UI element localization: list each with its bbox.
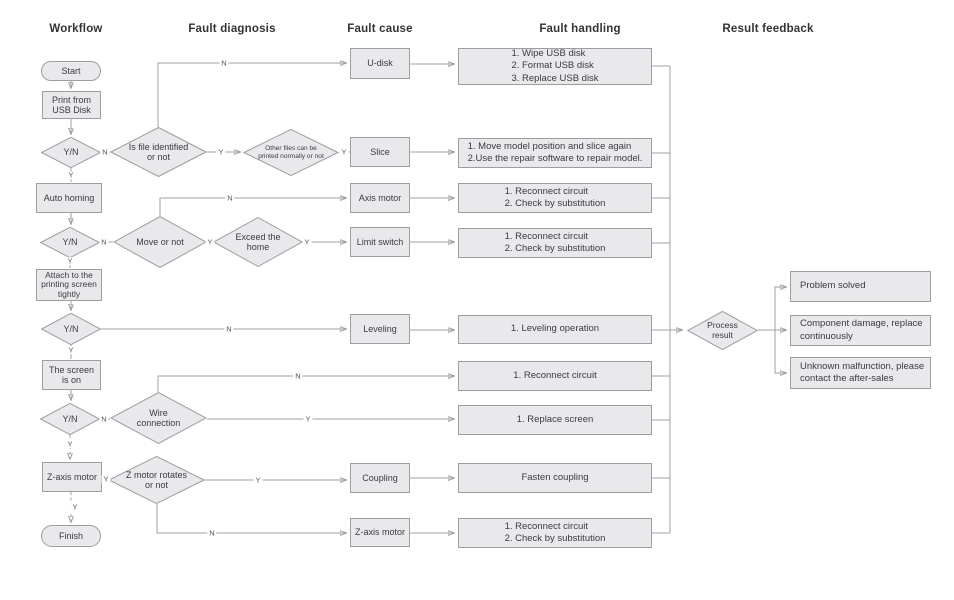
cause-slice: Slice [350,137,410,167]
edge-label: N [99,237,109,247]
handling-limit-switch: 1. Reconnect circuit 2. Check by substit… [458,228,652,258]
column-header-fault-cause: Fault cause [347,23,413,35]
node-start: Start [41,61,101,81]
diamond-shape [110,127,207,177]
edge-label: Y [70,502,80,512]
handling-slice: 1. Move model position and slice again 2… [458,138,652,168]
diamond-shape [40,403,100,435]
handling-leveling: 1. Leveling operation [458,315,652,344]
cause-axis-motor: Axis motor [350,183,410,213]
edge-label: N [100,147,110,157]
edge-label: Y [66,170,76,180]
edge-label: Y [101,474,111,484]
edge-label: N [207,528,217,538]
diamond-shape [110,392,207,444]
handling-reconnect-circuit: 1. Reconnect circuit [458,361,652,391]
edge-label: N [219,58,229,68]
decision-file-identified: Is file identified or not [110,127,207,177]
edge-label: N [224,324,234,334]
feedback-problem-solved: Problem solved [790,271,931,302]
feedback-unknown-malfunction: Unknown malfunction, please contact the … [790,357,931,389]
cause-u-disk: U-disk [350,48,410,79]
node-attach-screen: Attach to the printing screen tightly [36,269,102,301]
edge-label: Y [216,147,226,157]
cause-coupling: Coupling [350,463,410,493]
edge-label: N [225,193,235,203]
column-header-result-feedback: Result feedback [722,23,814,35]
decision-wire-connection: Wire connection [110,392,207,444]
edge-label: Y [253,475,263,485]
node-screen-is-on: The screen is on [42,360,101,390]
edge-label: Y [65,256,75,266]
handling-z-motor: 1. Reconnect circuit 2. Check by substit… [458,518,652,548]
edge-label: Y [66,345,76,355]
decision-exceed-home: Exceed the home [213,217,303,267]
edge-label: Y [205,237,215,247]
node-print-from-usb: Print from USB Disk [42,91,101,119]
cause-limit-switch: Limit switch [350,227,410,257]
diamond-shape [687,311,758,350]
edge-label: Y [339,147,349,157]
edge-label: Y [302,237,312,247]
diamond-shape [108,456,205,504]
feedback-component-damage: Component damage, replace continuously [790,315,931,346]
diamond-shape [41,137,101,168]
diamond-shape [113,216,207,268]
decision-yn-1: Y/N [41,137,101,168]
column-header-fault-diagnosis: Fault diagnosis [188,23,276,35]
edge-label: Y [65,439,75,449]
node-z-axis-motor: Z-axis motor [42,462,102,492]
column-header-workflow: Workflow [49,23,103,35]
handling-axis-motor: 1. Reconnect circuit 2. Check by substit… [458,183,652,213]
handling-replace-screen: 1. Replace screen [458,405,652,435]
column-header-fault-handling: Fault handling [539,23,621,35]
decision-yn-4: Y/N [40,403,100,435]
diamond-shape [213,217,303,267]
handling-fasten-coupling: Fasten coupling [458,463,652,493]
decision-process-result: Process result [687,311,758,350]
cause-z-axis-motor: Z-axis motor [350,518,410,547]
node-auto-homing: Auto homing [36,183,102,213]
edge-label: Y [303,414,313,424]
diamond-shape [243,129,339,176]
node-finish: Finish [41,525,101,547]
cause-leveling: Leveling [350,314,410,344]
diamond-shape [41,313,101,345]
decision-yn-3: Y/N [41,313,101,345]
edge-label: N [99,414,109,424]
decision-z-motor-rotates: Z motor rotates or not [108,456,205,504]
decision-other-files: Other files can be printed normally or n… [243,129,339,176]
handling-usb: 1. Wipe USB disk 2. Format USB disk 3. R… [458,48,652,85]
decision-move-or-not: Move or not [113,216,207,268]
edge-label: N [293,371,303,381]
decision-yn-2: Y/N [40,227,100,258]
